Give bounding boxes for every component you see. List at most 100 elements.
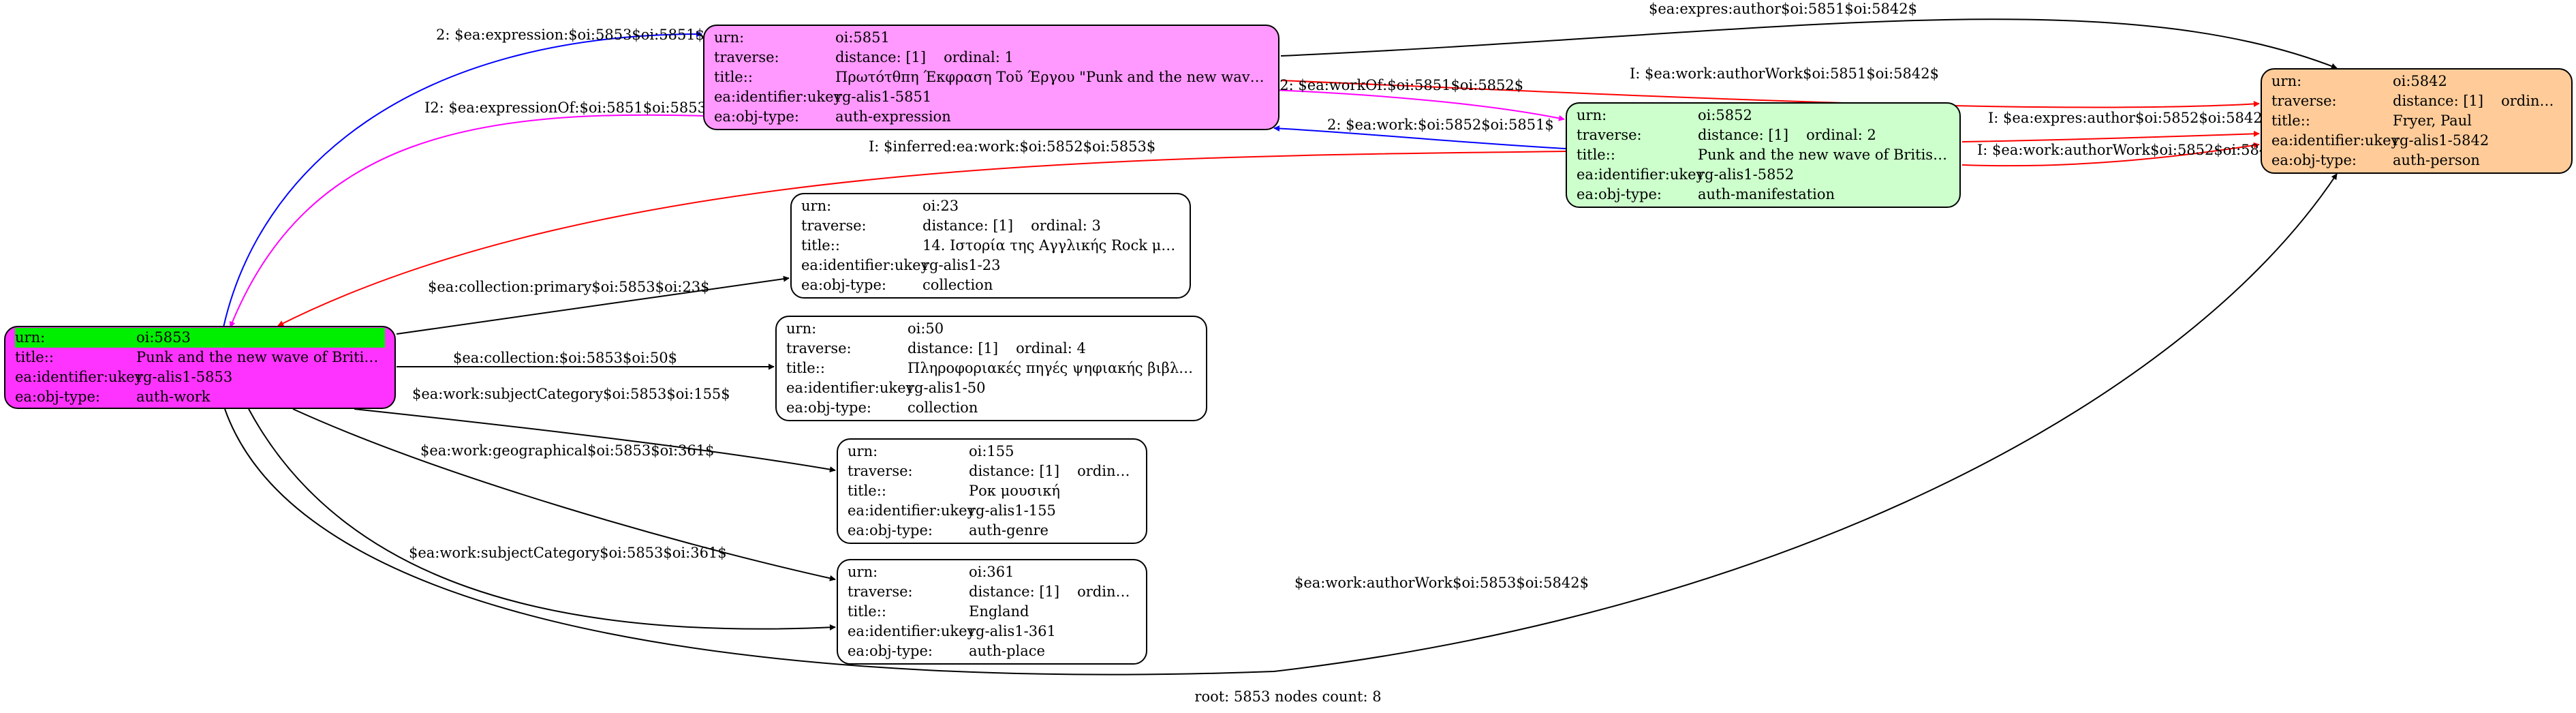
node-row-key: urn:: [2271, 73, 2302, 89]
node-row-value: auth-person: [2393, 151, 2480, 170]
node-row-value-text: rg-alis1-155: [969, 502, 1056, 519]
node-row-value: distance: [1]ordinal: 2: [1698, 125, 1876, 145]
node-row-value-text: auth-person: [2393, 152, 2480, 168]
node-row-key: traverse:: [801, 217, 867, 234]
edge-label-e9: I: $ea:work:authorWork$oi:5852$oi:5842$: [1977, 142, 2286, 158]
node-row: urn:oi:23: [801, 196, 1180, 216]
node-row: urn: oi:5852: [1577, 106, 1950, 125]
node-row: traverse:distance: [1]ordinal: 5: [2271, 91, 2562, 111]
edge-label-e10: $ea:collection:primary$oi:5853$oi:23$: [428, 279, 709, 295]
node-row: title::Punk and the new wave of British …: [15, 348, 385, 367]
node-row-value-text: collection: [907, 399, 978, 416]
edge-label-e15: $ea:work:authorWork$oi:5853$oi:5842$: [1294, 575, 1589, 591]
node-row-key: ea:obj-type:: [2271, 152, 2357, 168]
node-row-value: distance: [1]ordinal: 7: [969, 461, 1136, 481]
node-row-value: rg-alis1-23: [922, 256, 1001, 275]
node-row-value-text: rg-alis1-5853: [136, 369, 233, 385]
node-row-value-text: distance: [1]: [835, 49, 927, 65]
node-row-value: distance: [1]ordinal: 1: [835, 48, 1014, 67]
node-row-key: title::: [2271, 112, 2310, 129]
edge-label-e4: I: $ea:work:authorWork$oi:5851$oi:5842$: [1630, 65, 1939, 82]
node-row-value: distance: [1]ordinal: 6: [969, 582, 1136, 602]
node-row-value: oi:5851: [835, 28, 890, 48]
node-row-key: urn:: [1577, 107, 1607, 123]
node-row-value: rg-alis1-361: [969, 622, 1056, 641]
edge-e3: [1280, 18, 2338, 70]
edge-label-e14: $ea:work:subjectCategory$oi:5853$oi:361$: [409, 545, 727, 561]
node-row: title::14. Ιστορία της Αγγλικής Rock μου…: [801, 236, 1180, 256]
edge-label-e6: 2: $ea:work:$oi:5852$oi:5851$: [1327, 117, 1554, 133]
node-row-value: rg-alis1-5852: [1698, 165, 1794, 185]
node-row-value-text: rg-alis1-50: [907, 380, 986, 396]
node-row-value-text: distance: [1]: [922, 217, 1014, 234]
edge-e13: [292, 408, 836, 581]
node-row-key: ea:obj-type:: [15, 389, 100, 405]
node-row-value-text: Πρωτότθπη Έκφραση Τοῦ Έργου "Punk and th…: [835, 69, 1269, 85]
node-row: urn:oi:361: [848, 562, 1136, 582]
node-row: ea:obj-type: auth-place: [848, 641, 1136, 661]
edge-label-e12: $ea:work:subjectCategory$oi:5853$oi:155$: [412, 386, 730, 402]
node-row-value: distance: [1]ordinal: 3: [922, 216, 1101, 236]
node-row: urn: oi:5851: [714, 28, 1269, 48]
edge-e7: [277, 151, 1566, 327]
node-row: title::Ροκ μουσική: [848, 481, 1136, 501]
node-row-value-text: Ροκ μουσική: [969, 483, 1060, 499]
edge-e12: [354, 408, 836, 473]
node-row-value-text: oi:5842: [2393, 73, 2447, 89]
node-row-value-text: auth-place: [969, 643, 1045, 659]
node-row-value: 14. Ιστορία της Αγγλικής Rock μουσικής: [922, 236, 1180, 256]
node-row-key: title::: [786, 360, 825, 376]
edge-e10: [396, 275, 790, 335]
edge-e5: [1273, 89, 1565, 121]
node-row-value-text: rg-alis1-361: [969, 623, 1056, 639]
node-row-key: ea:obj-type:: [848, 643, 933, 659]
node-row-key: ea:identifier:ukey: [786, 380, 914, 396]
node-row-value-text: Fryer, Paul: [2393, 112, 2472, 129]
node-row-value: oi:5842: [2393, 72, 2447, 91]
node-row-value: England: [969, 602, 1029, 622]
node-row-key: title::: [714, 69, 753, 85]
node-row: ea:obj-type:auth-expression: [714, 107, 1269, 127]
node-row-value-text: oi:5852: [1698, 107, 1752, 123]
node-row-value: oi:5853: [136, 328, 191, 348]
node-row-value-text: distance: [1]: [907, 340, 999, 356]
node-row-key: urn:: [714, 29, 745, 46]
edge-label-e2: I2: $ea:expressionOf:$oi:5851$oi:5853$: [424, 100, 715, 116]
node-row: ea:obj-type: auth-person: [2271, 151, 2562, 170]
node-row-value-text: auth-genre: [969, 522, 1049, 538]
node-row: traverse:distance: [1]ordinal: 7: [848, 461, 1136, 481]
node-row-value: auth-genre: [969, 521, 1049, 541]
node-row-key: ea:identifier:ukey: [848, 502, 976, 519]
node-row-key: title::: [848, 603, 886, 620]
node-row-key: ea:obj-type:: [848, 522, 933, 538]
edge-label-e11: $ea:collection:$oi:5853$oi:50$: [453, 350, 677, 366]
edge-label-e5: I2: $ea:workOf:$oi:5851$oi:5852$: [1274, 77, 1523, 93]
node-row-value-text: rg-alis1-23: [922, 257, 1001, 273]
node-row-value-text: rg-alis1-5842: [2393, 132, 2489, 149]
node-row-value-text: distance: [1]: [2393, 93, 2484, 109]
edge-e2: [229, 114, 704, 328]
node-row-value: auth-manifestation: [1698, 185, 1835, 204]
node-row-key: traverse:: [848, 583, 913, 600]
node-row-key: traverse:: [786, 340, 852, 356]
node-row-value-text: Punk and the new wave of British rock:: [1698, 147, 1950, 163]
node-row-ordinal: ordinal: 4: [1016, 340, 1086, 356]
node-row-value-text: oi:5851: [835, 29, 890, 46]
node-row-value-text: Πληροφοριακές πηγές ψηφιακής βιβλιοθήκης: [907, 360, 1196, 376]
node-row: traverse: distance: [1] ordinal: 4: [786, 339, 1196, 359]
node-oi5842[interactable]: urn: oi:5842 traverse:distance: [1]ordinal…: [2261, 68, 2573, 174]
node-row-value: collection: [907, 398, 978, 418]
node-row-key: ea:obj-type:: [801, 277, 886, 293]
node-row-key: ea:identifier:ukey: [1577, 166, 1705, 183]
node-row-key: urn:: [15, 329, 46, 346]
node-row: ea:obj-type:collection: [801, 275, 1180, 295]
